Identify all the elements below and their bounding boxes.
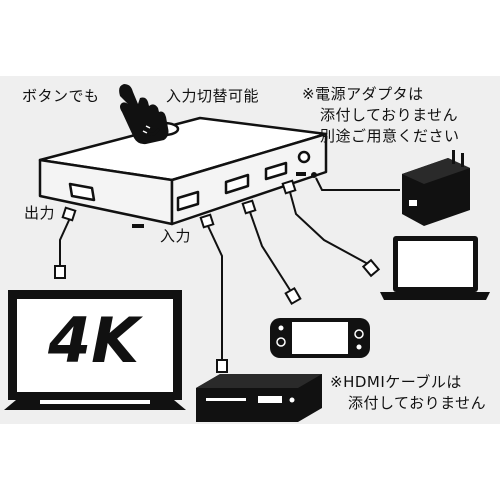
output-cable bbox=[54, 206, 77, 279]
tv-icon bbox=[4, 290, 186, 410]
tv-4k-badge: 4K bbox=[48, 304, 140, 377]
hdmi-switch-device bbox=[38, 116, 328, 228]
output-label: 出力 bbox=[24, 204, 56, 222]
input-label: 入力 bbox=[160, 227, 192, 245]
hdmi-cable-note: ※HDMIケーブルは 添付しておりません bbox=[330, 372, 486, 414]
hdmi-note-line-2: 添付しておりません bbox=[348, 394, 487, 412]
power-adapter-icon bbox=[402, 150, 470, 226]
input-cable-1 bbox=[199, 213, 228, 373]
input-cable-2 bbox=[241, 199, 302, 306]
hdmi-input-port-2 bbox=[224, 173, 250, 195]
hdmi-output-port bbox=[68, 182, 96, 202]
hdmi-note-line-1: ※HDMIケーブルは bbox=[330, 373, 462, 391]
adapter-note-line-3: 別途ご用意ください bbox=[320, 127, 460, 145]
game-console-icon bbox=[270, 318, 370, 358]
hand-pointer-icon bbox=[119, 84, 169, 145]
button-switch-label-prefix: ボタンでも bbox=[22, 87, 100, 105]
set-top-box-icon bbox=[196, 374, 322, 422]
hdmi-input-port-3 bbox=[264, 161, 288, 181]
adapter-note-line-1: ※電源アダプタは bbox=[302, 85, 424, 103]
input-cable-3 bbox=[281, 179, 381, 278]
power-cable bbox=[311, 172, 400, 191]
adapter-note-line-2: 添付しておりません bbox=[320, 106, 459, 124]
adapter-note: ※電源アダプタは 添付しておりません 別途ご用意ください bbox=[302, 84, 460, 147]
hdmi-input-port-1 bbox=[176, 190, 200, 212]
button-switch-label-suffix: 入力切替可能 bbox=[166, 87, 260, 105]
laptop-icon bbox=[380, 236, 490, 300]
power-jack bbox=[297, 150, 311, 164]
